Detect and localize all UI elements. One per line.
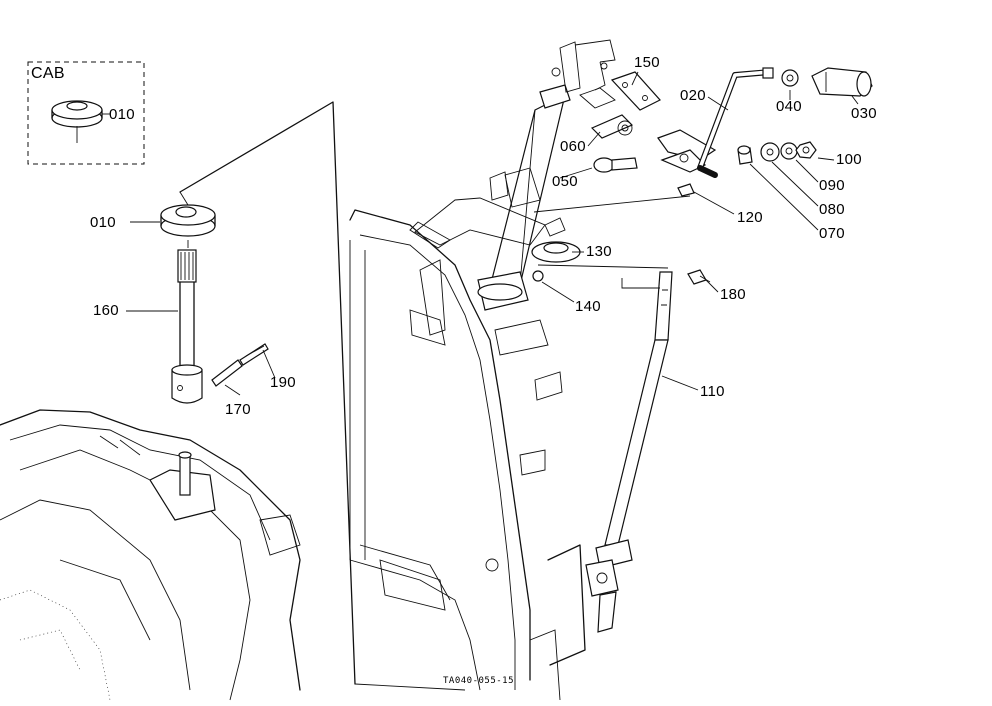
callout-010-cab: 010 — [109, 106, 135, 123]
callout-090: 090 — [819, 177, 845, 194]
bracket-150 — [579, 71, 661, 111]
pin-190 — [239, 343, 269, 366]
callout-030: 030 — [851, 105, 877, 122]
callout-140: 140 — [575, 298, 601, 315]
clip-060 — [590, 114, 634, 139]
cab-title: CAB — [31, 65, 65, 82]
panel-frame — [179, 101, 466, 691]
callout-010: 010 — [90, 214, 116, 231]
washer-090 — [780, 142, 798, 160]
steering-column — [409, 39, 616, 311]
leader-lines — [126, 71, 859, 396]
callout-180: 180 — [720, 286, 746, 303]
callout-080: 080 — [819, 201, 845, 218]
cowl-frame — [349, 209, 586, 701]
knob-030 — [811, 67, 873, 97]
callout-160: 160 — [93, 302, 119, 319]
pin-050 — [593, 157, 638, 173]
bushing-070 — [737, 145, 753, 165]
callout-110: 110 — [700, 383, 725, 400]
plate-130 — [531, 217, 581, 263]
bolt-140 — [532, 270, 544, 282]
callout-070: 070 — [819, 225, 845, 242]
lever-020 — [697, 67, 774, 178]
drawing-code: TA040-055-15 — [443, 676, 515, 686]
pin-170 — [211, 359, 243, 387]
callout-020: 020 — [680, 87, 706, 104]
lever-bracket — [657, 129, 717, 173]
bolt-180 — [687, 269, 711, 285]
callout-060: 060 — [560, 138, 586, 155]
callout-130: 130 — [586, 243, 612, 260]
shift-rod-110 — [585, 271, 673, 633]
washer-040 — [781, 69, 799, 87]
callout-100: 100 — [836, 151, 862, 168]
nut-100 — [795, 141, 817, 159]
callout-040: 040 — [776, 98, 802, 115]
cab-grommet-drawing — [51, 100, 110, 143]
transmission-housing — [0, 409, 301, 701]
washer-080 — [760, 142, 780, 162]
callout-170: 170 — [225, 401, 251, 418]
bolt-120 — [677, 183, 695, 197]
grommet-010 — [160, 204, 216, 248]
callout-120: 120 — [737, 209, 763, 226]
callout-150: 150 — [634, 54, 660, 71]
cab-inset — [27, 61, 145, 165]
callout-050: 050 — [552, 173, 578, 190]
callout-190: 190 — [270, 374, 296, 391]
shaft-160 — [171, 249, 203, 404]
